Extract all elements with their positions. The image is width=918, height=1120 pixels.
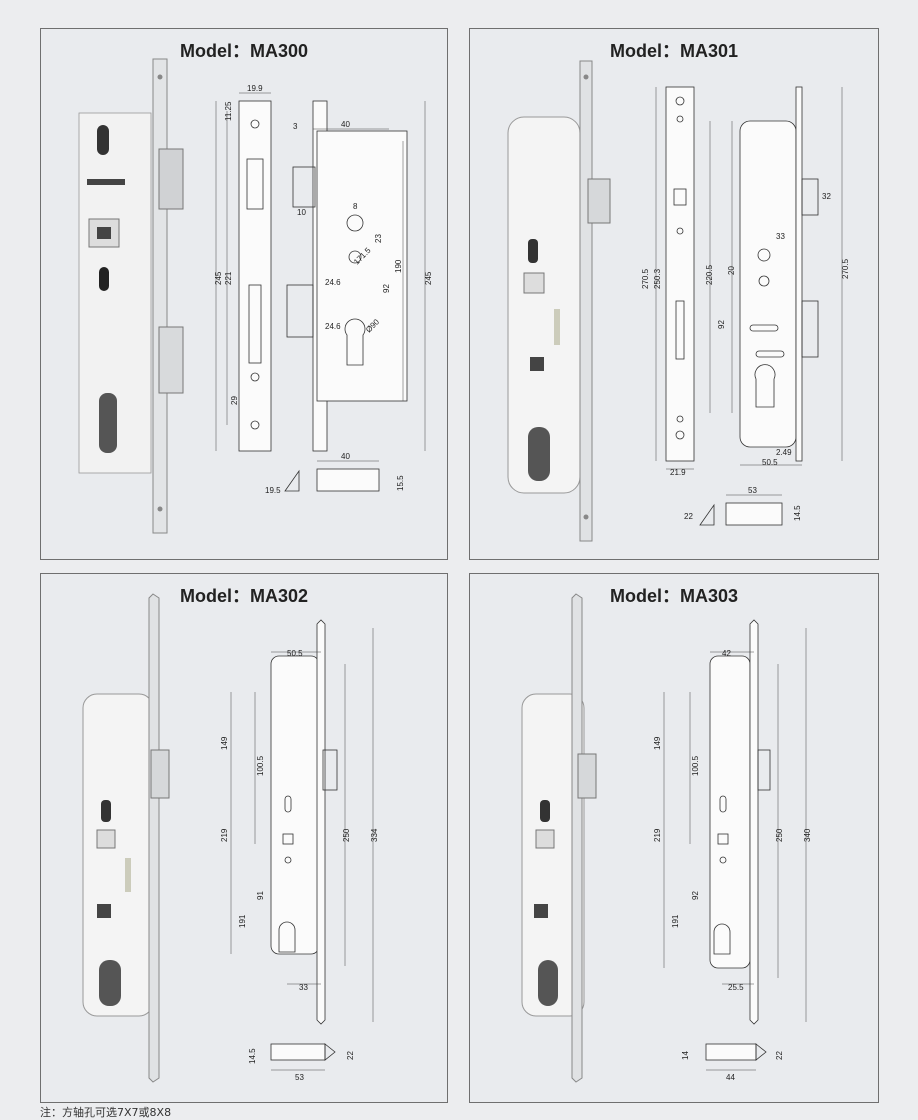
dim-label: 221: [224, 271, 233, 285]
dim-label: 245: [214, 271, 223, 285]
drawing-ma300: 19.9 11.25 3 40 245 221 10 8 23 171.5 24…: [78, 58, 433, 534]
dim-label: 25.5: [728, 983, 744, 992]
dim-label: 100.5: [256, 755, 265, 776]
dim-label: 270.5: [841, 258, 850, 279]
dim-label: 245: [424, 271, 433, 285]
dim-label: 23: [374, 234, 383, 243]
lock-photo: [78, 58, 184, 534]
dim-label: 250: [342, 828, 351, 842]
dim-label: 219: [220, 828, 229, 842]
latch-bolt-drawing: [284, 460, 380, 492]
dim-label: 100.5: [691, 755, 700, 776]
body-drawing: [230, 619, 374, 1025]
dim-label: 3: [293, 122, 298, 131]
latch-bolt-drawing: [705, 1043, 767, 1071]
dim-label: 44: [726, 1073, 735, 1082]
dim-label: 53: [748, 486, 757, 495]
dim-label: 14: [681, 1051, 690, 1060]
dim-label: 19.5: [265, 486, 281, 495]
dim-label: 24.6: [325, 278, 341, 287]
dim-label: 334: [370, 828, 379, 842]
side-body-drawing: [709, 86, 843, 466]
dim-label: 22: [684, 512, 693, 521]
panel-ma300: Model：MA300 19.9: [40, 28, 448, 560]
front-plate-drawing: [655, 86, 695, 470]
dim-label: 191: [238, 914, 247, 928]
front-plate-drawing: [215, 92, 272, 452]
dim-label: 21.9: [670, 468, 686, 477]
dim-label: 2.49: [776, 448, 792, 457]
model-title: Model：MA303: [609, 586, 739, 606]
side-body-drawing: [286, 100, 426, 452]
dim-label: 50.5: [762, 458, 778, 467]
model-title: Model：MA301: [609, 41, 739, 61]
model-title: Model：MA302: [179, 586, 309, 606]
panel-ma301: Model：MA301 270.5 250.3: [469, 28, 879, 560]
dim-label: 33: [776, 232, 785, 241]
dim-label: 50.5: [287, 649, 303, 658]
lock-photo: [82, 593, 170, 1083]
dim-label: 149: [220, 736, 229, 750]
drawing-ma301: 270.5 250.3 220.5 20 33 32 92 270.5 2.49…: [507, 60, 850, 542]
dim-label: 24.6: [325, 322, 341, 331]
dim-label: 8: [353, 202, 358, 211]
lock-photo: [507, 60, 611, 542]
latch-bolt-drawing: [699, 494, 783, 526]
model-title: Model：MA300: [179, 41, 309, 61]
dim-label: 191: [671, 914, 680, 928]
dim-label: 42: [722, 649, 731, 658]
dim-label: 219: [653, 828, 662, 842]
panel-ma303: Model：MA303 42 149 100.5: [469, 573, 879, 1103]
dim-label: 340: [803, 828, 812, 842]
dim-label: 250.3: [653, 268, 662, 289]
dim-label: 91: [256, 891, 265, 900]
dim-label: 149: [653, 736, 662, 750]
dim-label: 29: [230, 396, 239, 405]
latch-bolt-drawing: [270, 1043, 336, 1071]
dim-label: 92: [691, 891, 700, 900]
dim-label: 10: [297, 208, 306, 217]
dim-label: 14.5: [248, 1048, 257, 1064]
body-drawing: [663, 619, 807, 1025]
dim-label: 20: [727, 266, 736, 275]
footnote: 注：方轴孔可选7X7或8X8: [40, 1106, 172, 1119]
dim-label: 92: [717, 320, 726, 329]
dim-label: 11.25: [224, 101, 233, 121]
dim-label: 40: [341, 452, 350, 461]
drawing-ma302: 50.5 149 100.5 219 91 191 250 334 33 14.…: [82, 593, 379, 1083]
dim-label: 32: [822, 192, 831, 201]
dim-label: 22: [346, 1051, 355, 1060]
dim-label: 270.5: [641, 268, 650, 289]
dim-label: 190: [394, 259, 403, 273]
drawing-ma303: 42 149 100.5 219 92 191 250 340 25.5 14 …: [521, 593, 812, 1083]
dim-label: 250: [775, 828, 784, 842]
lock-photo: [521, 593, 597, 1083]
dim-label: 22: [775, 1051, 784, 1060]
dim-label: 14.5: [793, 505, 802, 521]
dim-label: 92: [382, 284, 391, 293]
dim-label: 15.5: [396, 475, 405, 491]
dim-label: 33: [299, 983, 308, 992]
dim-label: 53: [295, 1073, 304, 1082]
dim-label: 220.5: [705, 264, 714, 285]
panel-ma302: Model：MA302 50.5 149: [40, 573, 448, 1103]
dim-label: 40: [341, 120, 350, 129]
dim-label: 19.9: [247, 84, 263, 93]
